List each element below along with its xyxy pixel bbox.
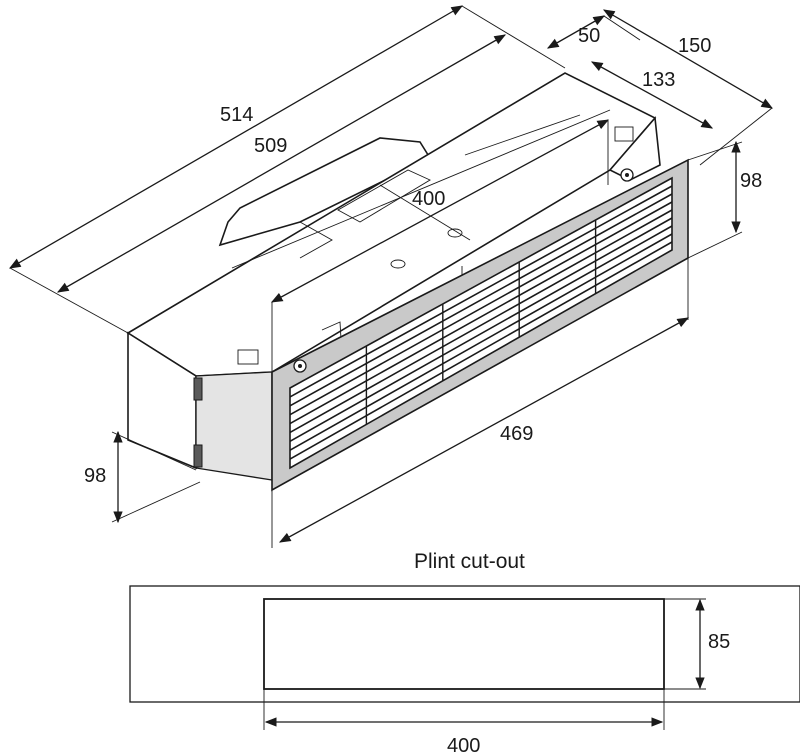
dim-509: 509 [254, 135, 287, 157]
dim-514: 514 [220, 104, 253, 126]
dim-50: 50 [578, 25, 600, 47]
dim-400-bottom: 400 [447, 735, 480, 756]
dim-150: 150 [678, 35, 711, 57]
dim-98-right: 98 [740, 170, 762, 192]
plinth-cutout: Plint cut-out 85 400 [129, 550, 800, 756]
plinth-board [129, 585, 800, 703]
dim-85: 85 [708, 631, 730, 653]
plinth-title: Plint cut-out [414, 550, 525, 573]
dimension-lines [8, 5, 774, 548]
dim-400-top: 400 [412, 188, 445, 210]
dim-98-left: 98 [84, 465, 106, 487]
dimension-labels: 514 509 50 150 133 400 98 98 469 [84, 25, 762, 487]
dim-469: 469 [500, 423, 533, 445]
cutout-opening [263, 598, 665, 690]
dim-133: 133 [642, 69, 675, 91]
